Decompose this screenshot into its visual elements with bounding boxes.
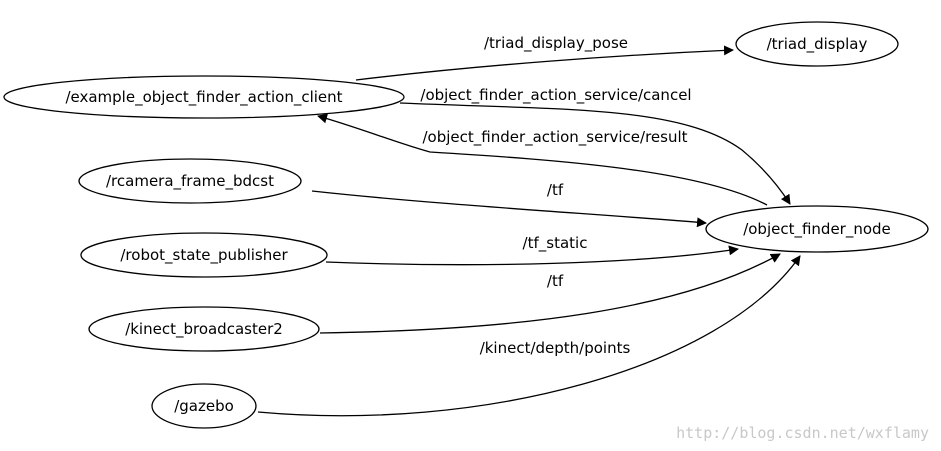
node-label-example-client: /example_object_finder_action_client: [65, 88, 342, 107]
edge-label-cancel: /object_finder_action_service/cancel: [420, 86, 691, 105]
edge-label-tf-static: /tf_static: [523, 234, 588, 253]
watermark-text: http://blog.csdn.net/wxflamy: [676, 424, 929, 442]
edge-label-tf-1: /tf: [547, 181, 564, 199]
edge-cancel: [399, 102, 791, 205]
edge-tf-static: [325, 245, 739, 266]
edge-result: [317, 113, 768, 206]
node-label-triad-display: /triad_display: [767, 35, 868, 54]
node-label-object-finder: /object_finder_node: [743, 220, 891, 239]
node-label-robot-state: /robot_state_publisher: [120, 246, 288, 265]
node-label-rcamera: /rcamera_frame_bdcst: [106, 172, 274, 191]
node-example-object-finder-action-client[interactable]: /example_object_finder_action_client: [3, 75, 405, 119]
node-label-kinect-bc: /kinect_broadcaster2: [125, 320, 283, 339]
node-robot-state-publisher[interactable]: /robot_state_publisher: [80, 232, 328, 278]
edge-tf-rcamera: [311, 190, 707, 228]
node-rcamera-frame-bdcst[interactable]: /rcamera_frame_bdcst: [78, 158, 302, 204]
node-kinect-broadcaster2[interactable]: /kinect_broadcaster2: [88, 306, 320, 352]
edge-triad-display-pose: [355, 45, 734, 81]
node-gazebo[interactable]: /gazebo: [151, 383, 257, 429]
edge-label-triad-display-pose: /triad_display_pose: [484, 34, 628, 53]
edge-label-kinect-points: /kinect/depth/points: [480, 339, 631, 357]
edge-kinect-depth-points: [257, 255, 801, 417]
node-label-gazebo: /gazebo: [174, 397, 234, 415]
edge-label-result: /object_finder_action_service/result: [422, 128, 687, 147]
edge-tf-kinect: [319, 253, 781, 334]
edge-label-tf-2: /tf: [547, 272, 564, 290]
node-triad-display[interactable]: /triad_display: [735, 21, 899, 67]
node-object-finder-node[interactable]: /object_finder_node: [705, 205, 929, 253]
